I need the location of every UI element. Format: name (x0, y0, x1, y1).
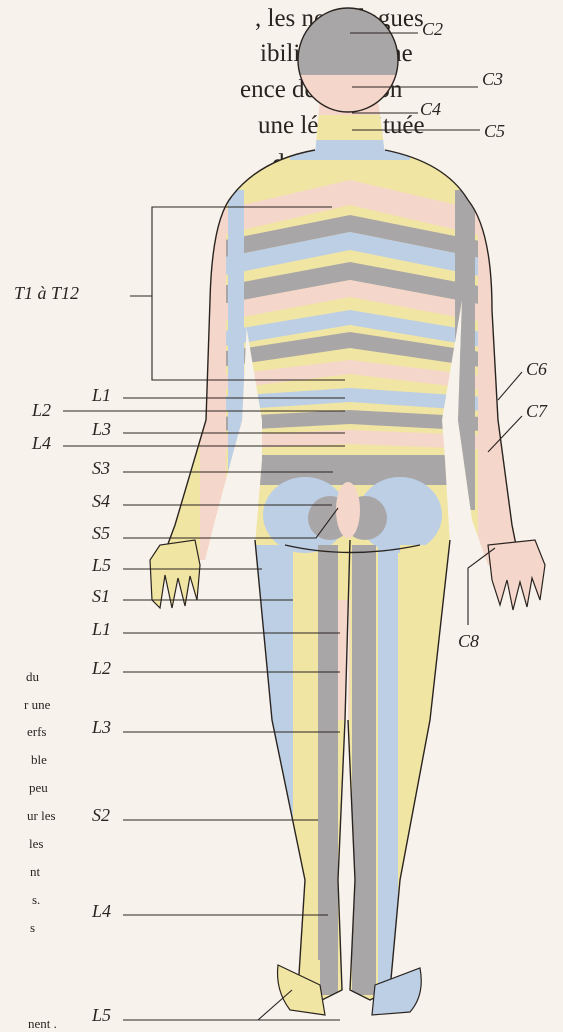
right-hand (488, 540, 545, 610)
label-l1-lower: L1 (92, 620, 111, 638)
label-s2: S2 (92, 806, 110, 824)
label-l5-lower: L5 (92, 1006, 111, 1024)
label-l2-lower: L2 (92, 659, 111, 677)
label-c6: C6 (526, 360, 547, 378)
label-c2: C2 (422, 20, 443, 38)
left-hand (150, 540, 200, 608)
label-c8: C8 (458, 632, 479, 650)
label-l3-lower: L3 (92, 718, 111, 736)
label-l1-upper: L1 (92, 386, 111, 404)
label-t1-t12: T1 à T12 (14, 284, 79, 302)
label-c4: C4 (420, 100, 441, 118)
label-s3: S3 (92, 459, 110, 477)
label-c3: C3 (482, 70, 503, 88)
label-s5: S5 (92, 524, 110, 542)
label-l4-left: L4 (32, 434, 51, 452)
label-s1: S1 (92, 587, 110, 605)
label-l4-lower: L4 (92, 902, 111, 920)
label-l3-upper: L3 (92, 420, 111, 438)
label-l2-left: L2 (32, 401, 51, 419)
label-s4: S4 (92, 492, 110, 510)
label-c7: C7 (526, 402, 547, 420)
label-c5: C5 (484, 122, 505, 140)
label-l5-upper: L5 (92, 556, 111, 574)
